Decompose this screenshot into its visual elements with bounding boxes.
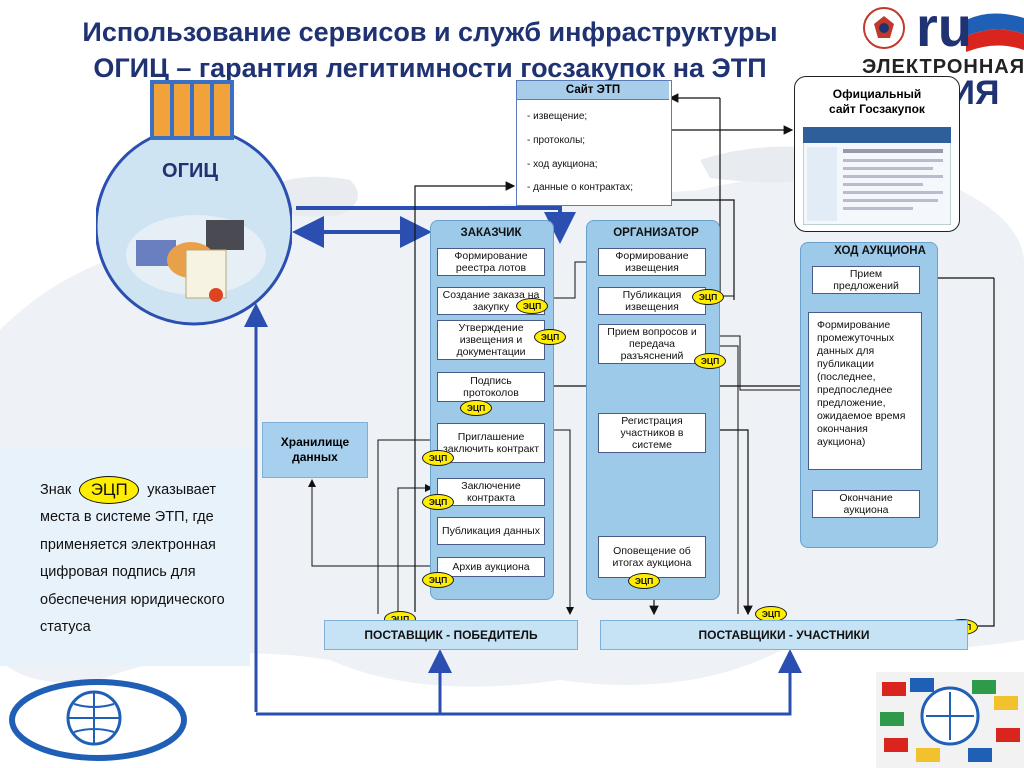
legend-ecp-badge: ЭЦП [79,476,140,504]
etp-site-title: Сайт ЭТП [517,81,669,100]
title-line-2: ОГИЦ – гарантия легитимности госзакупок … [93,53,767,83]
step-auction-archive: Архив аукциона [437,557,545,577]
auction-title: ХОД АУКЦИОНА [834,245,926,257]
participants-bar: ПОСТАВЩИКИ - УЧАСТНИКИ [600,620,968,650]
handshake-icon [136,220,244,302]
ecp-badge: ЭЦП [692,289,724,305]
step-sign-protocols: Подпись протоколов [437,372,545,402]
step-invite-contract: Приглашение заключить контракт [437,423,545,463]
step-accept-offers: Прием предложений [812,266,920,294]
etp-item-contracts: - данные о контрактах; [527,182,633,193]
ecp-badge: ЭЦП [460,400,492,416]
ecp-badge: ЭЦП [516,298,548,314]
ecp-legend-text: Знак ЭЦП указывает места в системе ЭТП, … [40,476,250,642]
step-form-lot-registry: Формирование реестра лотов [437,248,545,276]
step-publish-data: Публикация данных [437,517,545,545]
step-approve-notice: Утверждение извещения и документации [437,320,545,360]
storage-line-1: Хранилище [280,435,350,449]
ecp-badge: ЭЦП [422,572,454,588]
step-auction-end: Окончание аукциона [812,490,920,518]
globe-logo-icon [9,679,187,761]
ogic-label: ОГИЦ [162,160,218,182]
data-storage-box: Хранилище данных [262,422,368,478]
winner-bar: ПОСТАВЩИК - ПОБЕДИТЕЛЬ [324,620,578,650]
step-conclude-contract: Заключение контракта [437,478,545,506]
ecp-badge: ЭЦП [534,329,566,345]
official-site-title-1: Официальный [832,87,922,101]
step-publish-notice: Публикация извещения [598,287,706,315]
flags-logo-icon [876,672,1024,768]
etp-item-protocols: - протоколы; [527,135,586,146]
step-intermediate-data: Формирование промежуточных данных для пу… [808,312,922,470]
ecp-badge: ЭЦП [694,353,726,369]
step-form-notice: Формирование извещения [598,248,706,276]
logo-ru-text: ru [916,0,972,58]
official-site-title-2: сайт Госзакупок [829,102,925,116]
organizer-title: ОРГАНИЗАТОР [613,227,699,239]
step-register-participants: Регистрация участников в системе [598,413,706,453]
ogic-circle [96,80,292,326]
official-site-panel: Официальный сайт Госзакупок [794,76,960,232]
ecp-badge: ЭЦП [755,606,787,622]
title-line-1: Использование сервисов и служб инфрастру… [82,17,778,47]
official-site-title: Официальный сайт Госзакупок [795,87,959,117]
logo-caption-1: ЭЛЕКТРОННАЯ [862,56,1024,78]
etp-site-panel: Сайт ЭТП - извещение; - протоколы; - ход… [516,80,672,206]
legend-suffix: указывает [147,481,216,498]
server-icon [150,80,234,140]
etp-item-auction: - ход аукциона; [527,159,598,170]
ecp-badge: ЭЦП [422,494,454,510]
step-notify-results: Оповещение об итогах аукциона [598,536,706,578]
etp-item-notice: - извещение; [527,111,588,122]
slide-title: Использование сервисов и служб инфрастру… [10,14,850,86]
ecp-badge: ЭЦП [422,450,454,466]
ecp-badge: ЭЦП [628,573,660,589]
customer-title: ЗАКАЗЧИК [460,227,522,239]
legend-rest: места в системе ЭТП, где применяется эле… [40,509,225,636]
step-questions-answers: Прием вопросов и передача разъяснений [598,324,706,364]
legend-prefix: Знак [40,481,72,498]
website-thumbnail-icon [803,127,951,225]
storage-line-2: данных [292,450,338,464]
